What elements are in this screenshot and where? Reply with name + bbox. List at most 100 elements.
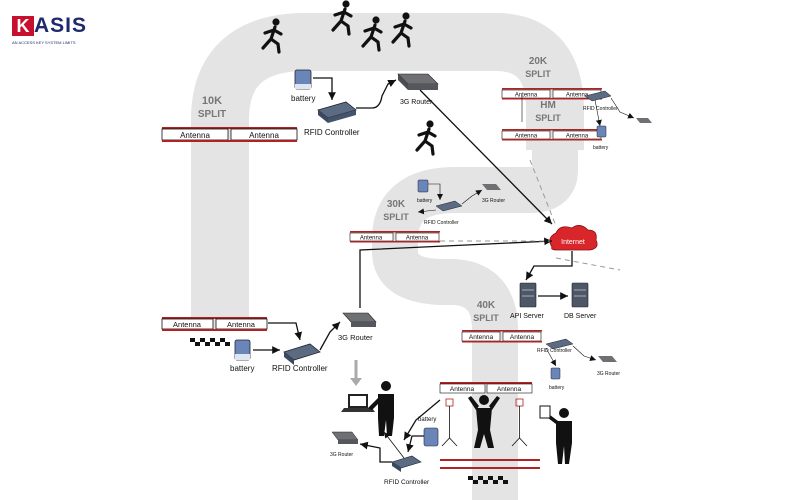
- antenna-label: Antenna: [180, 131, 210, 140]
- split-30k-distance: 30K: [387, 199, 406, 210]
- router-icon: [598, 356, 617, 362]
- battery-label: battery: [593, 145, 609, 151]
- split-40k-distance: 40K: [477, 300, 496, 311]
- rfid-controller-icon: [317, 101, 357, 123]
- router-icon: [636, 118, 652, 123]
- rfid-controller-icon: [391, 455, 422, 472]
- battery-icon: [550, 367, 561, 380]
- antenna-mat-10k: Antenna Antenna: [161, 127, 298, 142]
- battery-icon: [596, 125, 607, 138]
- battery-label: battery: [417, 198, 433, 204]
- runner-icon: [391, 12, 413, 48]
- split-30k-word: SPLIT: [383, 212, 409, 222]
- person-icon: [539, 405, 572, 464]
- dashed-lines: [440, 159, 621, 271]
- antenna-label: Antenna: [406, 236, 429, 242]
- antenna-label: Antenna: [249, 131, 279, 140]
- antenna-label: Antenna: [497, 386, 522, 393]
- antenna-label: Antenna: [469, 334, 494, 341]
- race-track: [191, 13, 584, 500]
- checkered-strip: [190, 338, 230, 346]
- antenna-label: Antenna: [510, 334, 535, 341]
- antenna-mats: Antenna Antenna Antenna Antenna Antenna …: [161, 88, 602, 484]
- router-label: 3G Router: [330, 452, 353, 458]
- antenna-label: Antenna: [173, 320, 202, 329]
- router-icon: [482, 184, 501, 190]
- antenna-mat-30k: Antenna Antenna: [349, 231, 440, 243]
- equipment-20k: RFID Controller battery: [583, 90, 652, 151]
- rfid-controller-label: RFID Controller: [384, 479, 430, 486]
- antenna-label: Antenna: [515, 93, 538, 99]
- runner-icon: [361, 16, 383, 52]
- router-label: 3G Router: [597, 371, 620, 377]
- brand-mark: K: [12, 16, 34, 36]
- battery-label: battery: [418, 417, 436, 423]
- server-icon: [519, 282, 537, 308]
- antenna-mat-start: Antenna Antenna: [161, 317, 268, 346]
- rfid-controller-label: RFID Controller: [424, 220, 459, 226]
- split-20k-distance: 20K: [529, 56, 548, 67]
- antenna-mat-finish: Antenna Antenna: [439, 382, 540, 484]
- laptop-icon: [341, 394, 375, 412]
- split-10k-distance: 10K: [202, 95, 222, 107]
- db-server-label: DB Server: [564, 313, 597, 320]
- rfid-controller-icon: [584, 90, 612, 102]
- brand-name: ASIS: [34, 14, 88, 37]
- rfid-controller-icon: [283, 343, 321, 365]
- antenna-label: Antenna: [566, 93, 589, 99]
- battery-icon: [417, 179, 429, 193]
- brand-tagline: AN ACCESS KEY SYSTEM LIMITS: [12, 40, 76, 45]
- person-icon: [468, 395, 500, 448]
- antenna-mat-40k: Antenna Antenna: [461, 330, 542, 343]
- runner-icon: [415, 120, 437, 156]
- antenna-label: Antenna: [515, 134, 538, 140]
- antenna-label: Antenna: [450, 386, 475, 393]
- split-40k-word: SPLIT: [473, 313, 499, 323]
- split-hm-word: SPLIT: [535, 113, 561, 123]
- person-icon: [368, 381, 394, 436]
- split-10k-word: SPLIT: [198, 109, 226, 120]
- router-icon: [342, 312, 377, 327]
- runner-icon: [261, 18, 283, 54]
- rfid-controller-icon: [435, 200, 463, 212]
- battery-label: battery: [230, 364, 254, 373]
- connection-lines: [253, 77, 635, 463]
- equipment-finish: battery RFID Controller 3G Router: [330, 381, 572, 486]
- brand-logo: K ASIS AN ACCESS KEY SYSTEM LIMITS: [12, 14, 92, 48]
- api-server-label: API Server: [510, 313, 545, 320]
- rfid-controller-label: RFID Controller: [272, 364, 328, 373]
- runner-icon: [331, 0, 353, 36]
- antenna-label: Antenna: [360, 236, 383, 242]
- rfid-controller-label: RFID Controller: [583, 106, 618, 112]
- equipment-start: battery RFID Controller 3G Router: [230, 312, 377, 373]
- equipment-40k: RFID Controller battery 3G Router: [537, 338, 620, 391]
- antenna-mat-20k: Antenna Antenna: [501, 88, 602, 100]
- internet-cloud-icon: Internet: [549, 225, 598, 251]
- battery-icon: [234, 339, 251, 361]
- checkered-strip: [468, 476, 508, 484]
- battery-label: battery: [549, 385, 565, 391]
- battery-icon: [423, 427, 439, 447]
- router-label: 3G Router: [400, 99, 433, 106]
- router-label: 3G Router: [482, 198, 505, 204]
- runner-group: [261, 0, 437, 156]
- internet-label: Internet: [561, 239, 585, 246]
- split-20k-word: SPLIT: [525, 69, 551, 79]
- rfid-controller-label: RFID Controller: [537, 348, 572, 354]
- equipment-10k: battery RFID Controller 3G Router: [291, 69, 439, 137]
- rfid-controller-icon: [545, 338, 574, 350]
- router-icon: [397, 73, 439, 90]
- server-icon: [571, 282, 589, 308]
- battery-label: battery: [291, 94, 315, 103]
- battery-icon: [294, 69, 312, 90]
- antenna-label: Antenna: [566, 134, 589, 140]
- split-labels: 10K SPLIT 20K SPLIT HM SPLIT 30K SPLIT 4…: [198, 56, 561, 323]
- split-hm-distance: HM: [540, 100, 556, 111]
- upload-arrow: [350, 360, 362, 386]
- router-icon: [331, 431, 359, 444]
- antenna-stand-icon: [441, 398, 528, 447]
- rfid-controller-label: RFID Controller: [304, 128, 360, 137]
- antenna-label: Antenna: [227, 320, 256, 329]
